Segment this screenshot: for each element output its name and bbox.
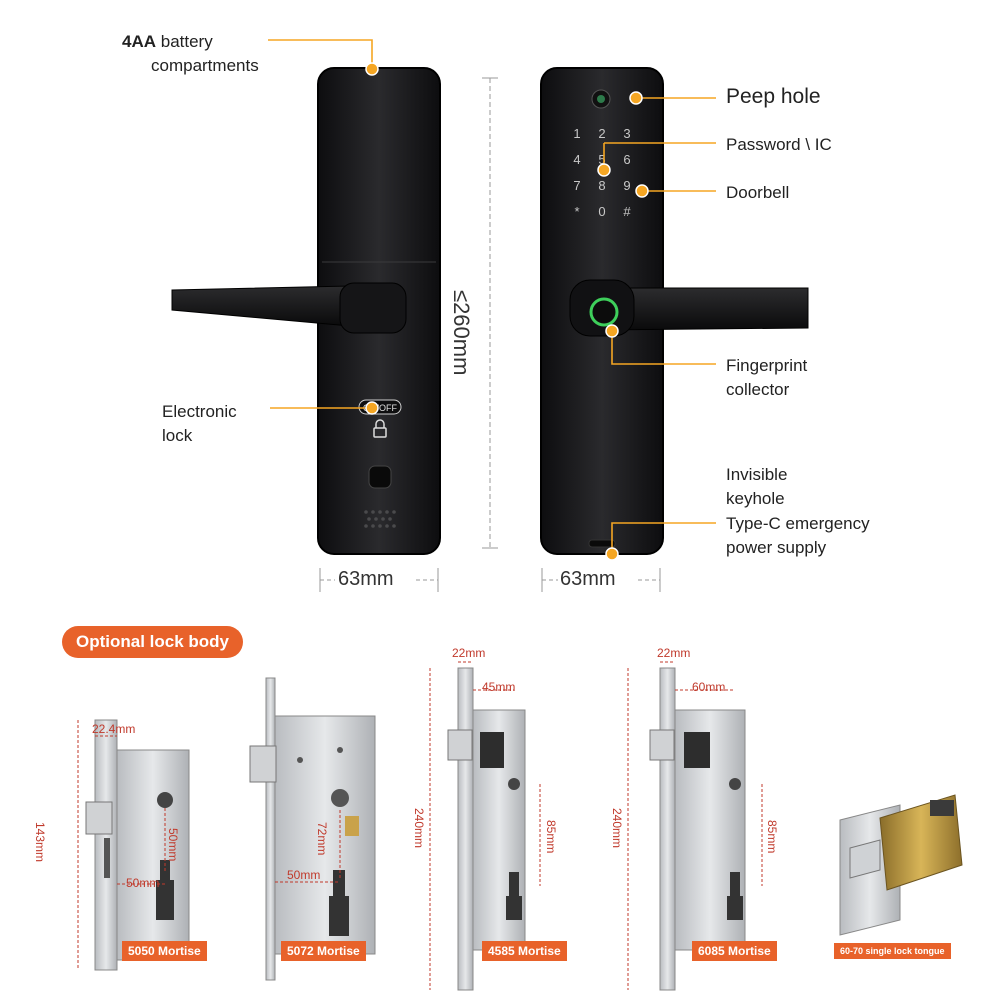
typec-callout-line1: Type-C emergency <box>726 514 870 533</box>
callout-lines <box>268 39 716 553</box>
fingerprint-callout-line2: collector <box>726 380 790 399</box>
invisible-keyhole-line1: Invisible <box>726 465 788 484</box>
keypad-key: 9 <box>623 178 630 193</box>
width-back-label: 63mm <box>338 568 394 590</box>
m4585-width-label: 22mm <box>452 646 486 660</box>
keypad-key: # <box>623 204 631 219</box>
typec-callout-line2: power supply <box>726 538 827 557</box>
back-panel: ON/OFF <box>171 67 441 555</box>
keypad-key: 1 <box>573 126 580 141</box>
lock-icon <box>373 419 387 438</box>
speaker-grille <box>364 510 396 528</box>
mortise-6085 <box>627 661 763 991</box>
height-dimension <box>482 77 498 549</box>
keypad-key: 5 <box>598 152 605 167</box>
m4585-height-label: 240mm <box>412 808 426 849</box>
mortise-4585 <box>429 661 541 991</box>
mortise-5072 <box>249 677 376 981</box>
m4585-c2c-label: 85mm <box>544 820 558 854</box>
single-lock-tongue <box>839 794 963 936</box>
fingerprint-callout-line1: Fingerprint <box>726 356 808 375</box>
keypad: 1 2 3 4 5 6 7 8 9 * 0 # <box>573 126 631 219</box>
section-title: Optional lock body <box>62 626 244 658</box>
m5072-d2-label: 50mm <box>287 868 321 882</box>
keypad-key: 0 <box>598 204 605 219</box>
m6085-name-tag: 6085 Mortise <box>692 941 777 961</box>
m6085-backset-label: 60mm <box>692 680 726 694</box>
callout-dots <box>365 62 649 561</box>
battery-callout-line2: compartments <box>151 56 259 75</box>
keypad-key: 6 <box>623 152 630 167</box>
keypad-key: 4 <box>573 152 580 167</box>
m4585-name-tag: 4585 Mortise <box>482 941 567 961</box>
m6085-width-label: 22mm <box>657 646 691 660</box>
m5072-name-tag: 5072 Mortise <box>281 941 366 961</box>
mortise-illustrations <box>77 661 963 991</box>
keypad-key: 8 <box>598 178 605 193</box>
width-front-label: 63mm <box>560 568 616 590</box>
battery-callout: 4AA battery <box>122 32 213 51</box>
m5072-d1-label: 72mm <box>315 822 329 856</box>
peep-hole-callout: Peep hole <box>726 85 821 108</box>
password-callout: Password \ IC <box>726 135 832 154</box>
m4585-backset-label: 45mm <box>482 680 516 694</box>
m5050-width-label: 22.4mm <box>92 722 136 736</box>
electronic-lock-callout-line2: lock <box>162 426 193 445</box>
on-off-label: ON/OFF <box>363 403 397 413</box>
electronic-lock-callout-line1: Electronic <box>162 402 237 421</box>
keypad-key: 2 <box>598 126 605 141</box>
keypad-key: 7 <box>573 178 580 193</box>
width-dimension-front <box>541 568 661 592</box>
m6085-c2c-label: 85mm <box>765 820 779 854</box>
m5050-d2-label: 50mm <box>126 876 160 890</box>
width-dimension-back <box>319 568 439 592</box>
m5050-name-tag: 5050 Mortise <box>122 941 207 961</box>
invisible-keyhole-line2: keyhole <box>726 489 785 508</box>
front-panel <box>540 67 809 555</box>
lock-illustration: ON/OFF 1 2 3 4 5 6 7 8 9 * 0 # <box>171 39 809 592</box>
tongue-name-tag: 60-70 single lock tongue <box>834 943 951 959</box>
height-dimension-label: ≤260mm <box>449 290 474 376</box>
keypad-key: * <box>574 204 579 219</box>
m5050-d1-label: 50mm <box>166 828 180 862</box>
m6085-height-label: 240mm <box>610 808 624 849</box>
doorbell-callout: Doorbell <box>726 183 790 202</box>
m5050-height-label: 143mm <box>33 822 47 863</box>
keypad-key: 3 <box>623 126 630 141</box>
mortise-5050 <box>77 719 190 971</box>
